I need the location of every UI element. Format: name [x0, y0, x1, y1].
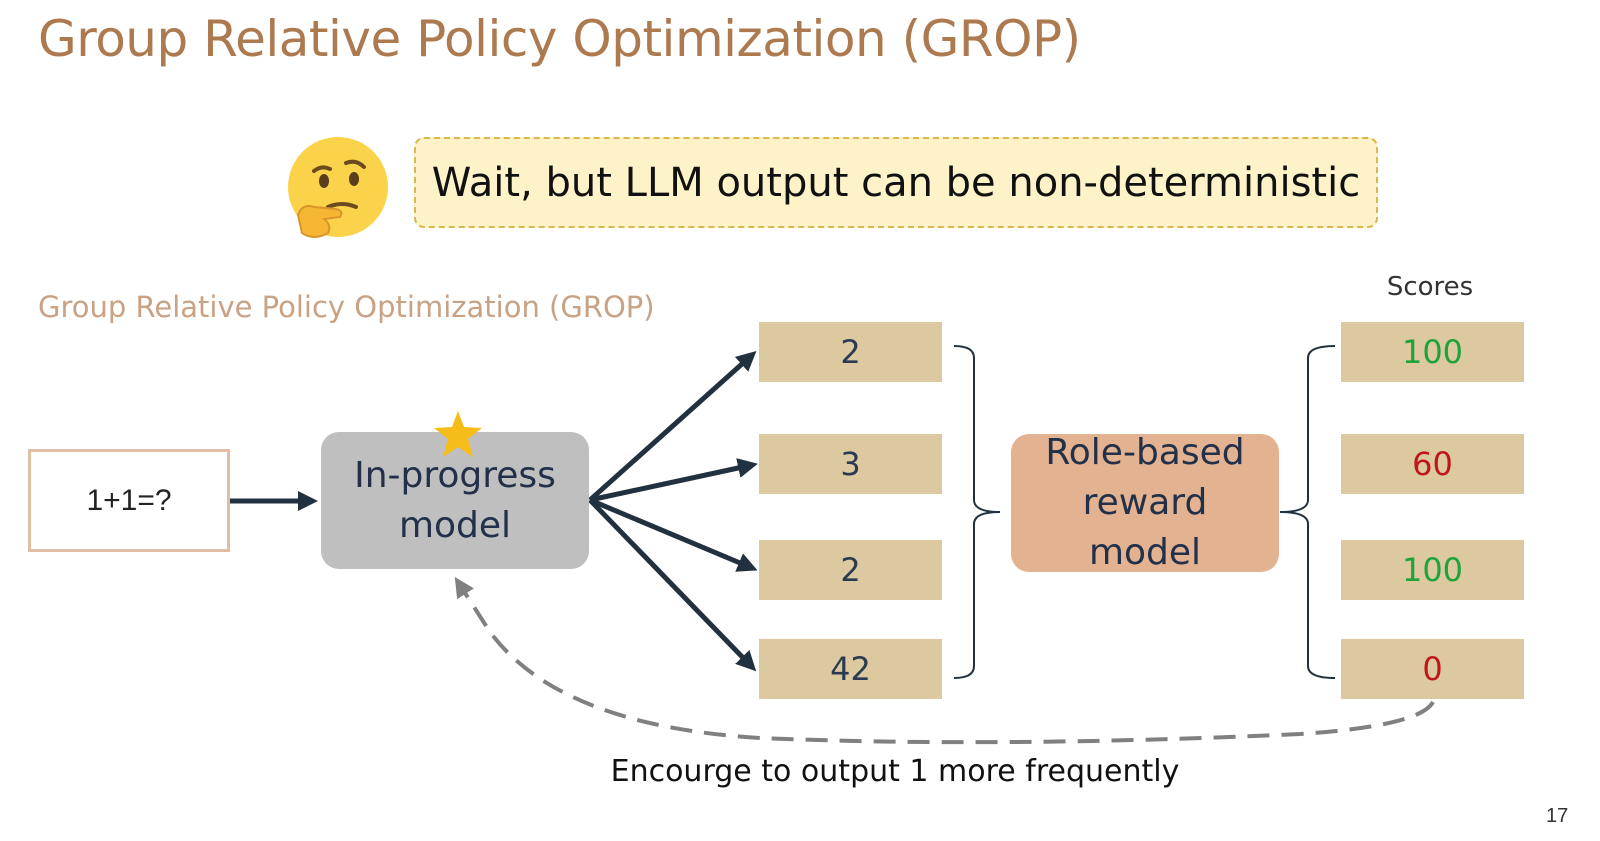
callout-box: Wait, but LLM output can be non-determin… — [414, 137, 1378, 228]
in-progress-model-box: In-progress model — [321, 432, 589, 569]
score-box-2: 60 — [1341, 434, 1524, 494]
score-box-1: 100 — [1341, 322, 1524, 382]
feedback-arrow — [454, 576, 1435, 745]
thinking-face-icon — [288, 137, 388, 238]
output-box-4: 42 — [759, 639, 942, 699]
input-prompt-box: 1+1=? — [28, 449, 230, 552]
input-prompt-text: 1+1=? — [86, 483, 172, 517]
sample-arrow-2 — [589, 458, 758, 503]
output-value: 3 — [840, 445, 861, 483]
feedback-label: Encourge to output 1 more frequently — [610, 754, 1180, 789]
sample-arrow-4 — [588, 498, 757, 672]
outputs-brace — [953, 345, 1001, 679]
reward-label-line2: reward — [1082, 482, 1208, 523]
star-icon — [434, 411, 482, 457]
model-label-line1: In-progress — [354, 454, 556, 496]
output-value: 42 — [830, 650, 871, 688]
model-label-line2: model — [398, 504, 512, 546]
output-value: 2 — [840, 551, 861, 589]
reward-label-line1: Role-based — [1045, 432, 1245, 473]
output-value: 2 — [840, 333, 861, 371]
score-value: 100 — [1401, 551, 1464, 589]
score-value: 0 — [1422, 650, 1443, 688]
slide-title: Group Relative Policy Optimization (GROP… — [38, 10, 1081, 68]
score-value: 100 — [1401, 333, 1464, 371]
score-box-4: 0 — [1341, 639, 1524, 699]
diagram-subtitle: Group Relative Policy Optimization (GROP… — [38, 290, 655, 324]
score-value: 60 — [1412, 445, 1453, 483]
reward-label-line3: model — [1088, 532, 1202, 573]
sample-arrow-3 — [589, 497, 758, 572]
scores-label: Scores — [1386, 272, 1474, 302]
output-box-1: 2 — [759, 322, 942, 382]
output-box-3: 2 — [759, 540, 942, 600]
scores-brace — [1279, 345, 1336, 679]
sample-arrow-1 — [588, 350, 757, 502]
reward-model-box: Role-based reward model — [1011, 432, 1279, 573]
callout-text: Wait, but LLM output can be non-determin… — [431, 159, 1361, 206]
page-number: 17 — [1546, 805, 1569, 827]
output-box-2: 3 — [759, 434, 942, 494]
score-box-3: 100 — [1341, 540, 1524, 600]
